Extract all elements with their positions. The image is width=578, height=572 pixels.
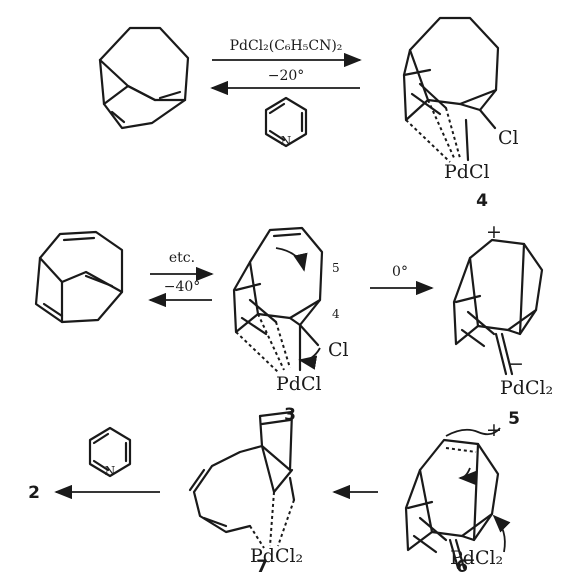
molecule-compound-3 (232, 226, 324, 373)
atom-pdcl-3: PdCl (276, 373, 322, 395)
molecule-compound-5 (452, 238, 544, 376)
reagent-minus-40: −40° (164, 279, 201, 295)
charge-plus-6: + (486, 419, 502, 441)
compound-label-2: 2 (28, 483, 40, 503)
compound-label-6: 6 (456, 557, 468, 572)
compound-label-3: 3 (284, 405, 296, 425)
compound-label-4: 4 (476, 191, 488, 211)
charge-plus-5: + (486, 221, 502, 243)
position-5: 5 (332, 261, 340, 275)
reagent-zero-deg: 0° (392, 264, 408, 280)
molecule-compound-4 (402, 16, 500, 163)
reagent-pdcl2-benzonitrile: PdCl₂(C₆H₅CN)₂ (230, 38, 343, 54)
atom-pdcl-4: PdCl (444, 161, 490, 183)
charge-minus-6: − (460, 549, 476, 571)
reagent-etc: etc. (169, 250, 195, 266)
atom-pdcl2-5: PdCl₂ (500, 377, 553, 399)
pyridine-n-bottom: N (105, 464, 116, 478)
pyridine-n-top: N (281, 134, 292, 148)
molecule-starting-hydrocarbon (98, 26, 190, 130)
molecule-row2-hydrocarbon (34, 230, 124, 324)
position-4: 4 (332, 307, 340, 321)
atom-pdcl2-6: PdCl₂ (450, 547, 503, 569)
pyridine-icon (264, 96, 308, 148)
pyridine-icon (88, 426, 132, 478)
compound-label-5: 5 (508, 409, 520, 429)
charge-minus-5: − (508, 353, 524, 375)
molecule-compound-6 (404, 427, 511, 570)
atom-cl-4: Cl (498, 127, 519, 149)
atom-cl-3: Cl (328, 339, 349, 361)
molecule-compound-7 (188, 410, 296, 549)
reagent-minus-20: −20° (268, 68, 305, 84)
compound-label-7: 7 (256, 557, 268, 572)
atom-pdcl2-7: PdCl₂ (250, 545, 303, 567)
